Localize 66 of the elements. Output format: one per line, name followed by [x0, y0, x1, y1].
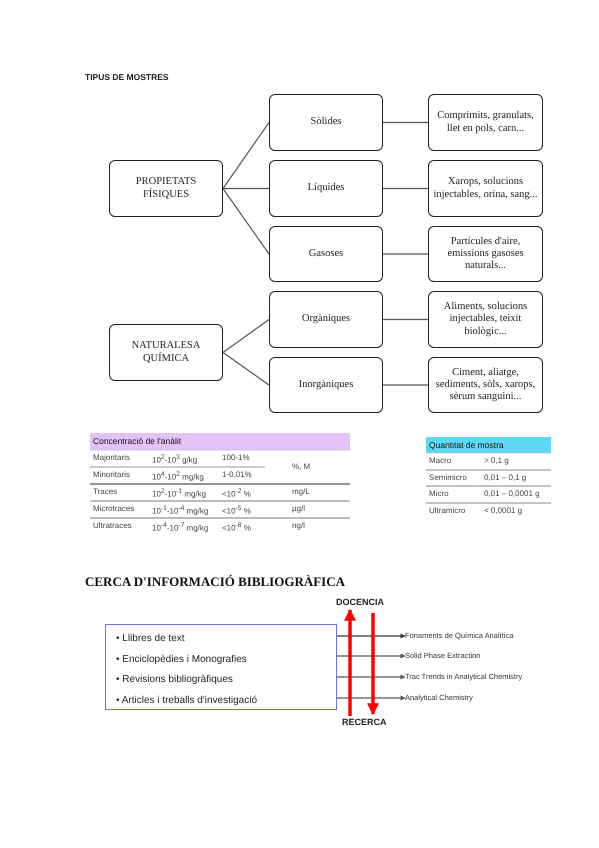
table-value: 10$^{2}$-10$^{3}$ g/kg: [152, 453, 198, 467]
table-value: <10$^{-2}$ %: [222, 487, 251, 501]
connector-line: [383, 318, 428, 320]
table-value: 10$^{-4}$-10$^{-7}$ mg/kg: [152, 521, 208, 535]
rounded-box: Sòlides: [269, 94, 383, 151]
table-value: < 0,0001 g: [484, 505, 522, 517]
rounded-box: Orgàniques: [269, 291, 383, 348]
rounded-box: Líquides: [269, 160, 383, 217]
connector-line: [383, 384, 428, 386]
connector-line: [383, 122, 428, 124]
arrow: [337, 696, 406, 700]
arrow: [367, 613, 379, 716]
list-item: • Revisions bibliogràfiques: [116, 673, 234, 687]
connector-line: [222, 122, 270, 189]
table-value: 10$^{4}$-10$^{2}$ mg/kg: [152, 470, 204, 484]
connector-line: [222, 188, 270, 254]
table-value: ng/l: [292, 520, 305, 532]
table-value: 0,01 – 0,1 g: [484, 472, 526, 484]
list-item: • Articles i treballs d'investigació: [116, 694, 258, 708]
connector-line: [222, 352, 270, 386]
rounded-box: Ciment, aliatge, sediments, sòls, xarops, sèrum sanguini...: [428, 357, 543, 413]
table-value: 1-0,01%: [222, 469, 252, 481]
rounded-box: Comprimits, granulats, llet en pols, carn...: [428, 94, 543, 151]
axis-label: RECERCA: [342, 717, 388, 727]
table-value: %, M: [292, 461, 310, 473]
rounded-box: Inorgàniques: [269, 357, 383, 413]
section-heading: CERCA D'INFORMACIÓ BIBLIOGRÀFICA: [85, 574, 346, 590]
table-heading: Concentració de l'anàlit: [93, 435, 182, 447]
arrow: [337, 654, 406, 658]
arrow: [337, 634, 406, 638]
table-value: 0,01 – 0,0001 g: [484, 488, 540, 500]
row-label: Ultratraces: [93, 520, 132, 532]
row-label: Semimicro: [429, 472, 467, 484]
list-box: [105, 624, 337, 710]
rounded-box: Partícules d'aire, emissions gasoses naturals...: [428, 226, 543, 282]
table-value: mg/L: [292, 486, 310, 498]
list-item: • Llibres de text: [116, 632, 186, 646]
row-label: Majoritaris: [93, 452, 130, 464]
row-label: Minoritaris: [93, 469, 130, 481]
table-value: 10$^{-1}$-10$^{-4}$ mg/kg: [152, 504, 208, 518]
table-value: 10$^{2}$-10$^{-1}$ mg/kg: [152, 487, 206, 501]
connector-line: [223, 188, 269, 190]
table-value: µg/l: [292, 503, 306, 515]
arrow: [344, 608, 356, 716]
row-label: Micro: [429, 488, 449, 500]
table-heading: Quantitat de mostra: [429, 439, 504, 451]
table-value: > 0,1 g: [484, 455, 509, 467]
rounded-box: Xarops, solucions injectables, orina, sang...: [428, 160, 543, 217]
table-value: 100-1%: [222, 452, 250, 464]
arrow: [337, 674, 406, 680]
connector-line: [222, 319, 270, 353]
row-label: Microtraces: [93, 503, 134, 515]
section-heading: TIPUS DE MOSTRES: [85, 72, 169, 82]
table-value: <10$^{-8}$ %: [222, 521, 251, 535]
rounded-box: Gasoses: [269, 226, 383, 282]
row-label: Ultramicro: [429, 505, 466, 517]
rounded-box: NATURALESA QUÍMICA: [109, 324, 223, 381]
connector-line: [383, 188, 428, 190]
table-value: <10$^{-5}$ %: [222, 504, 251, 518]
row-label: Traces: [93, 486, 118, 498]
list-item: • Enciclopèdies i Monografies: [116, 652, 248, 666]
rounded-box: Aliments, solucions injectables, teixit biològic...: [428, 291, 543, 348]
axis-label: DOCENCIA: [336, 597, 388, 607]
rounded-box: PROPIETATS FÍSIQUES: [109, 160, 223, 217]
connector-line: [383, 253, 428, 255]
row-label: Macro: [429, 455, 452, 467]
